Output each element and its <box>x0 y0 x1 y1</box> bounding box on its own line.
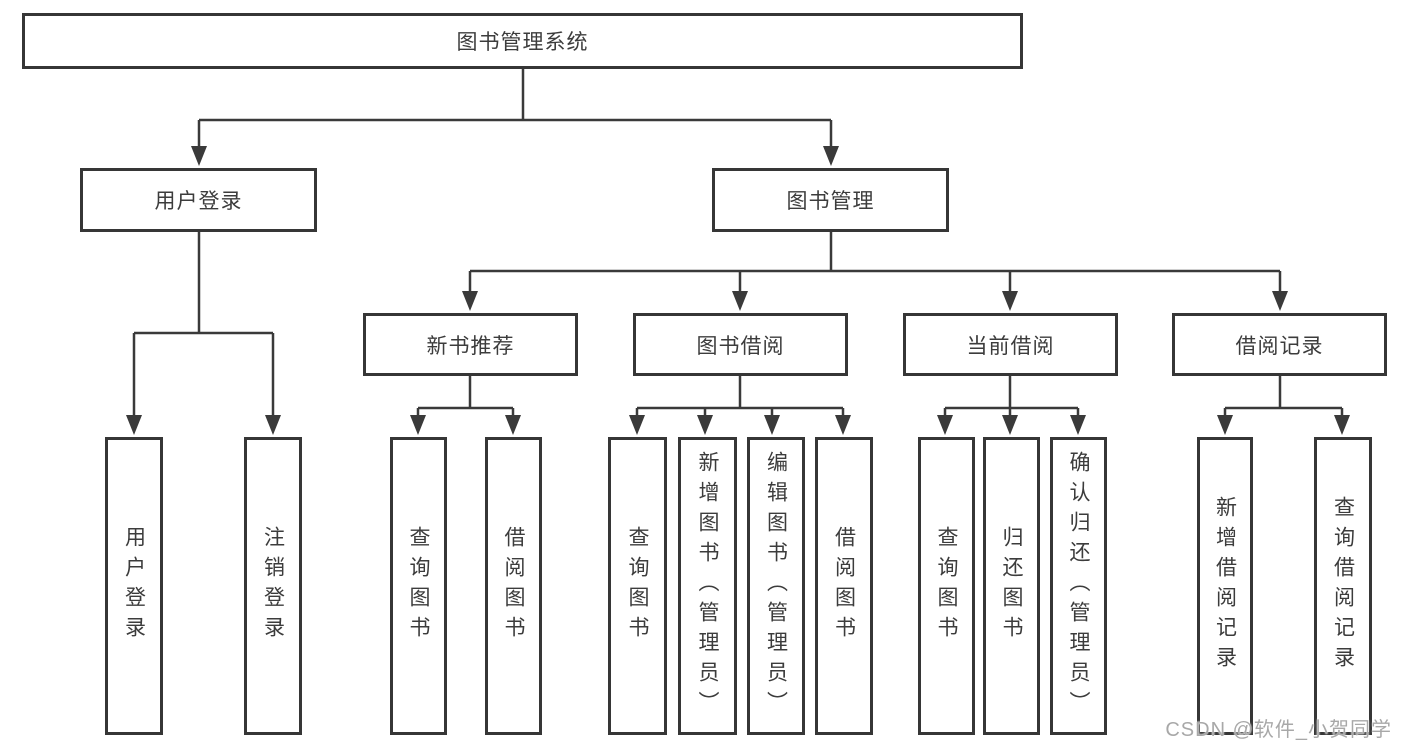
leaf-label: 查询图书 <box>935 526 958 646</box>
csdn-watermark: CSDN @软件_小贺同学 <box>1165 719 1392 741</box>
node-label: 新书推荐 <box>426 334 515 358</box>
leaf-label: 借阅图书 <box>502 526 525 646</box>
leaf-label: 编辑图书（管理员） <box>764 451 788 721</box>
node-label: 图书管理 <box>786 190 875 213</box>
leaf-edit-book-admin: 编辑图书（管理员） <box>747 437 805 735</box>
leaf-add-borrow-record: 新增借阅记录 <box>1197 437 1253 735</box>
node-borrowing-records: 借阅记录 <box>1172 313 1387 376</box>
leaf-label: 注销登录 <box>261 526 285 646</box>
leaf-label: 借阅图书 <box>832 526 856 646</box>
leaf-query-books-recommend: 查询图书 <box>390 437 447 735</box>
leaf-query-borrow-record: 查询借阅记录 <box>1314 437 1372 735</box>
leaf-label: 查询图书 <box>626 526 649 646</box>
leaf-label: 确认归还（管理员） <box>1067 451 1090 721</box>
node-label: 图书管理系统 <box>456 31 589 54</box>
node-book-management: 图书管理 <box>712 168 949 232</box>
node-new-book-recommendation: 新书推荐 <box>363 313 578 376</box>
leaf-label: 查询借阅记录 <box>1331 496 1355 676</box>
leaf-add-book-admin: 新增图书（管理员） <box>678 437 737 735</box>
tree-edges <box>132 69 1344 421</box>
leaf-query-books-current: 查询图书 <box>918 437 975 735</box>
node-user-login: 用户登录 <box>80 168 317 232</box>
leaf-borrow-books-recommend: 借阅图书 <box>485 437 542 735</box>
leaf-return-books: 归还图书 <box>983 437 1040 735</box>
node-book-borrowing: 图书借阅 <box>633 313 848 376</box>
leaf-label: 新增借阅记录 <box>1213 496 1237 676</box>
node-label: 当前借阅 <box>966 334 1055 358</box>
node-current-borrowing: 当前借阅 <box>903 313 1118 376</box>
leaf-logout: 注销登录 <box>244 437 302 735</box>
leaf-label: 新增图书（管理员） <box>696 451 719 721</box>
leaf-label: 归还图书 <box>1000 526 1023 646</box>
leaf-borrow-books-borrowing: 借阅图书 <box>815 437 873 735</box>
node-label: 借阅记录 <box>1235 334 1324 358</box>
leaf-confirm-return-admin: 确认归还（管理员） <box>1050 437 1107 735</box>
leaf-query-books-borrowing: 查询图书 <box>608 437 667 735</box>
node-library-management-system: 图书管理系统 <box>22 13 1023 69</box>
node-label: 图书借阅 <box>696 334 785 358</box>
node-label: 用户登录 <box>154 190 243 213</box>
leaf-label: 用户登录 <box>122 526 146 646</box>
leaf-label: 查询图书 <box>407 526 430 646</box>
leaf-user-login: 用户登录 <box>105 437 163 735</box>
